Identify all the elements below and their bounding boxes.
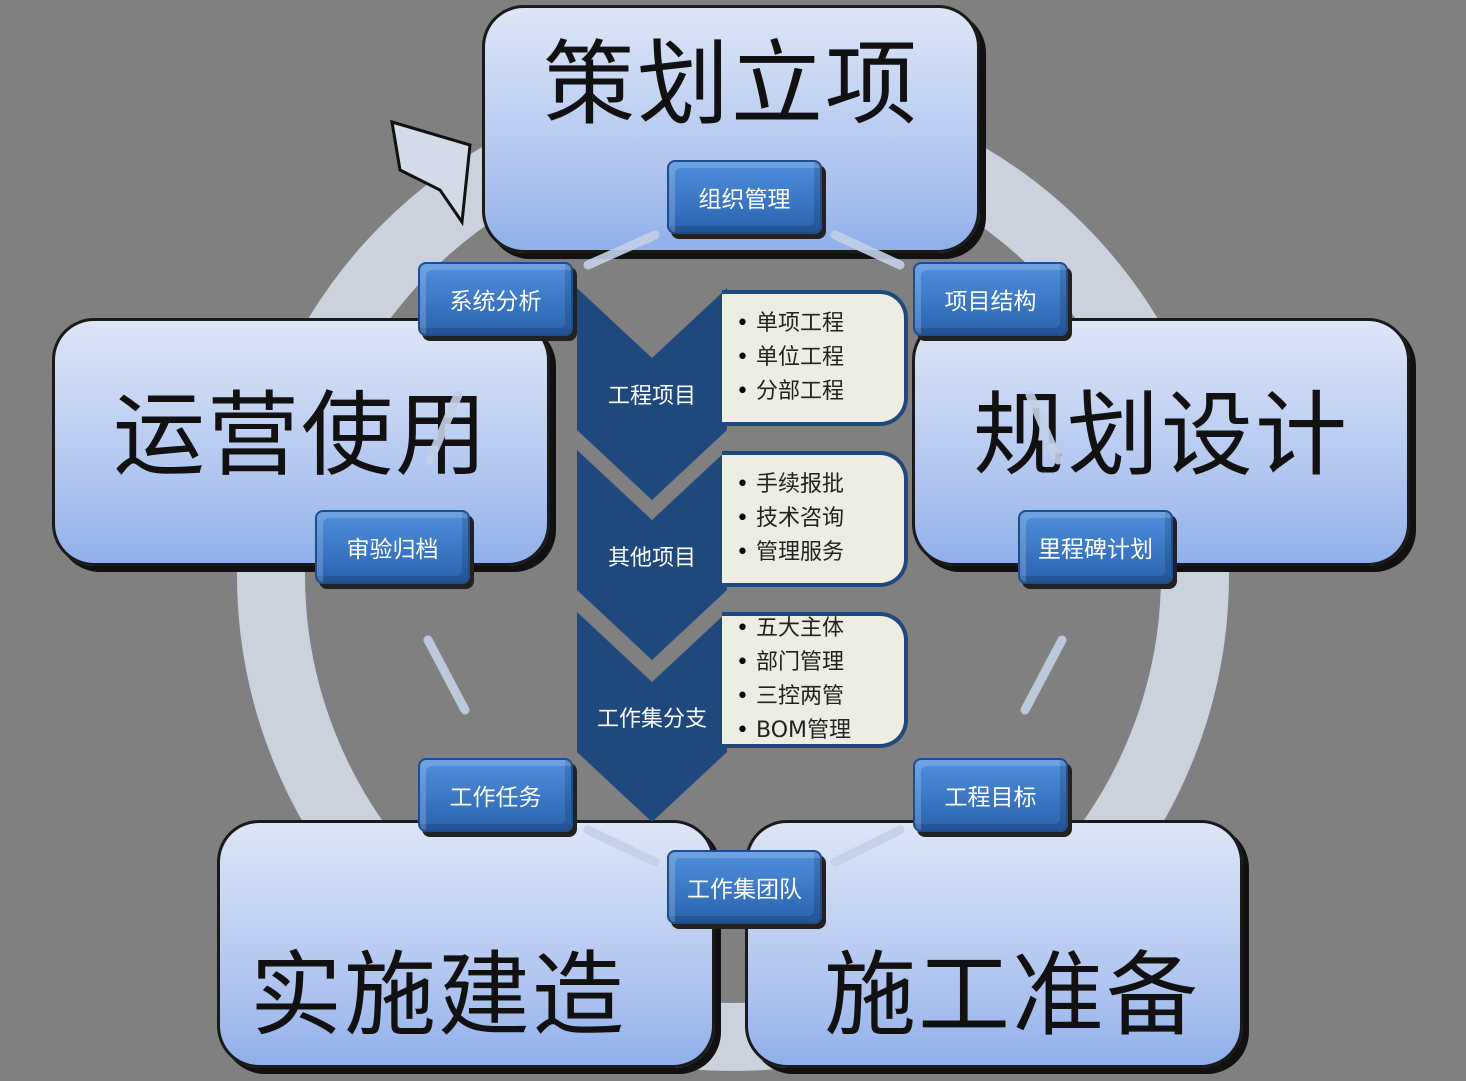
list-item: 技术咨询 [736,502,904,536]
double-arrow-icon [425,390,463,465]
list-item: 手续报批 [736,468,904,502]
node-engineering-goal: 工程目标 [913,758,1068,832]
chevron-2 [577,450,727,660]
double-arrow-icon [1020,635,1067,715]
list-item: 单项工程 [736,307,904,341]
node-workset-team: 工作集团队 [667,850,822,924]
double-arrow-icon [423,635,470,715]
node-audit-archive: 审验归档 [315,510,470,584]
chevron-label: 工作集分支 [596,707,707,732]
list-engineering-items: 单项工程 单位工程 分部工程 [722,290,908,426]
list-item: 分部工程 [736,375,904,409]
node-org-management: 组织管理 [667,160,822,234]
node-system-analysis: 系统分析 [418,262,573,336]
double-arrow-icon [830,825,905,867]
double-arrow-icon [583,230,660,270]
cycle-arrowhead-icon [390,119,472,227]
chevron-label: 其他项目 [607,546,696,571]
list-item: 五大主体 [736,612,904,646]
node-project-structure: 项目结构 [913,262,1068,336]
chevron-1 [577,288,727,500]
list-item: 管理服务 [736,536,904,570]
list-item: BOM管理 [736,714,904,748]
list-item: 部门管理 [736,646,904,680]
double-arrow-icon [830,230,905,270]
node-work-task: 工作任务 [418,758,573,832]
double-arrow-icon [1025,390,1063,465]
list-item: 单位工程 [736,341,904,375]
chevron-label: 工程项目 [607,384,696,409]
phase-preparation: 施工准备 [745,820,1243,1068]
list-other-items: 手续报批 技术咨询 管理服务 [722,451,908,587]
double-arrow-icon [583,825,660,867]
list-workset-items: 五大主体 部门管理 三控两管 BOM管理 [722,612,908,748]
node-milestone-plan: 里程碑计划 [1018,510,1173,584]
list-item: 三控两管 [736,680,904,714]
chevron-3 [577,612,727,822]
